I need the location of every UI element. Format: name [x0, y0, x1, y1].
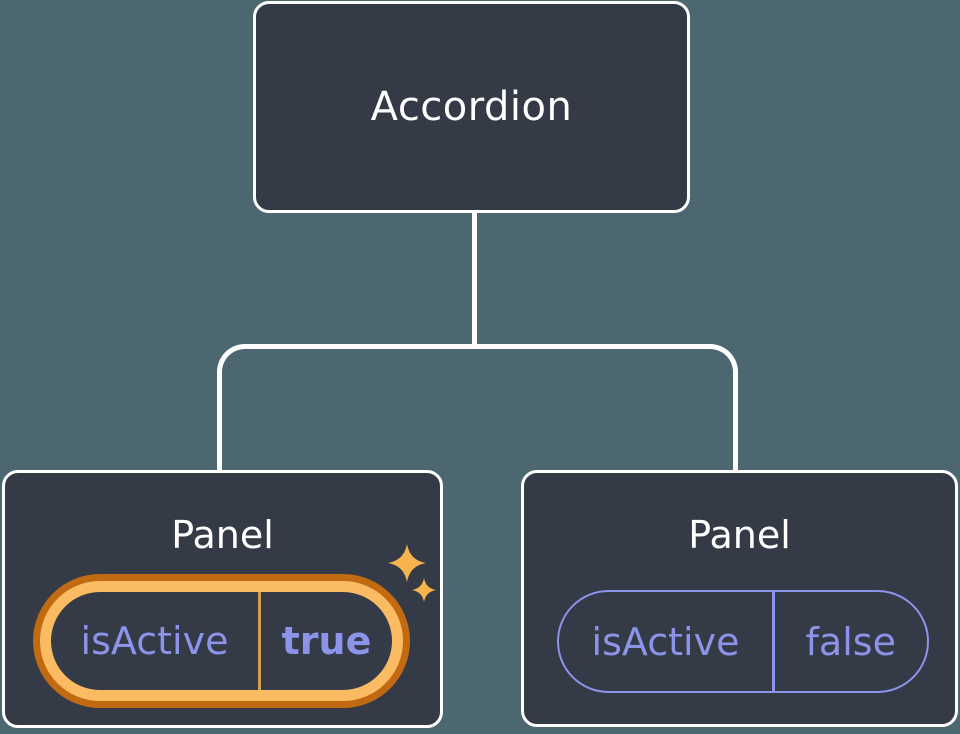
prop-value: false [805, 619, 896, 664]
connector-stem [472, 212, 477, 345]
prop-name: isActive [591, 619, 740, 664]
tree-node-panel-active: Panel isActive true [2, 470, 443, 728]
prop-pill-inactive: isActive false [557, 590, 929, 693]
prop-pill-active-body: isActive true [51, 592, 392, 690]
panel-label: Panel [688, 513, 791, 557]
panel-label: Panel [171, 513, 274, 557]
sparkle-icon [388, 544, 426, 582]
connector-branch [217, 344, 738, 470]
prop-pill-divider [772, 592, 775, 691]
tree-node-accordion: Accordion [253, 1, 690, 213]
prop-pill-active: isActive true [33, 574, 410, 708]
prop-value: true [281, 619, 372, 663]
sparkle-icon [412, 578, 436, 602]
prop-pill-active-ring: isActive true [40, 581, 403, 701]
accordion-label: Accordion [370, 84, 573, 130]
tree-node-panel-inactive: Panel isActive false [521, 470, 958, 727]
prop-pill-divider [258, 592, 261, 690]
prop-name: isActive [80, 619, 229, 663]
